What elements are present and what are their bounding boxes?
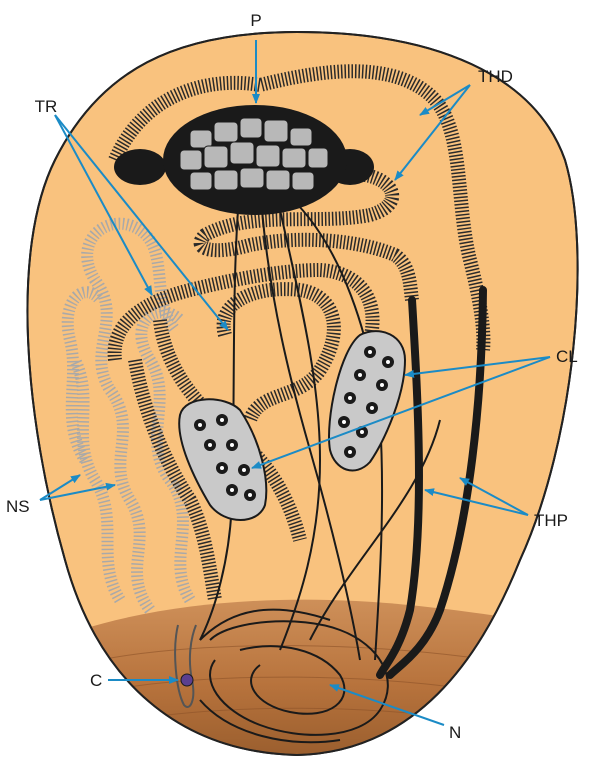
c-dot [181,674,193,686]
label-cl: CL [556,347,578,366]
label-c: C [90,671,102,690]
label-tr: TR [35,97,58,116]
label-thp: THP [534,511,568,530]
label-n: N [449,723,461,742]
label-p: P [250,11,261,30]
label-ns: NS [6,497,30,516]
label-thd: THD [478,67,513,86]
